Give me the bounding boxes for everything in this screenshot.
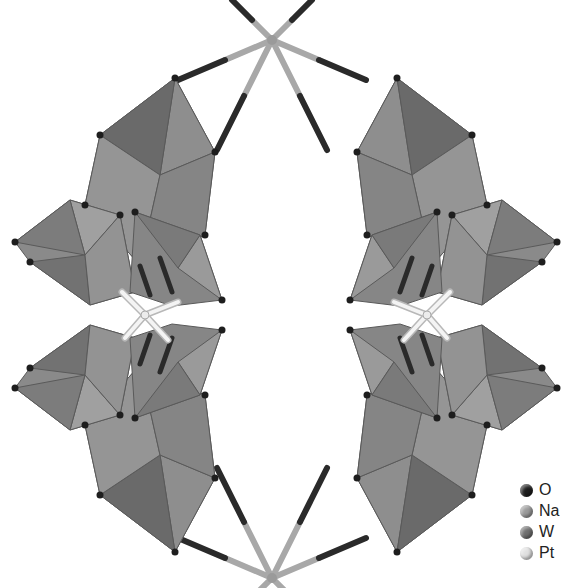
legend-item: O [520,480,551,500]
legend-item: Pt [520,543,554,563]
legend-swatch [520,484,533,497]
legend-label: Pt [539,543,554,563]
legend-item: W [520,522,554,542]
legend-swatch [520,547,533,560]
legend-swatch [520,526,533,539]
legend-label: Na [539,501,559,521]
legend-item: Na [520,501,559,521]
legend-label: W [539,522,554,542]
legend-swatch [520,505,533,518]
legend-label: O [539,480,551,500]
